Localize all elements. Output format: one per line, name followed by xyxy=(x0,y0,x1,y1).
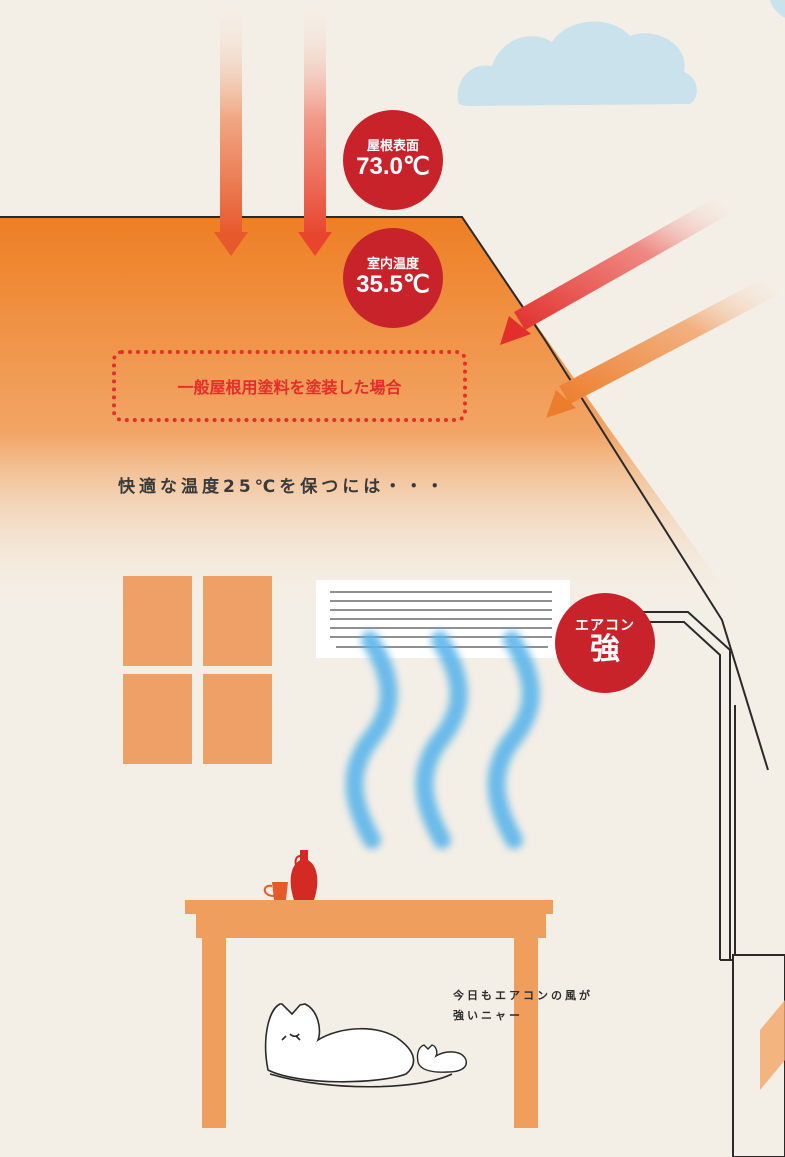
roof-temperature-value: 73.0℃ xyxy=(356,153,430,180)
cup-icon xyxy=(272,882,288,900)
roof-fill xyxy=(0,218,740,610)
cat-icon xyxy=(264,1003,453,1088)
cat-caption-line2: 強いニャー xyxy=(453,1009,523,1022)
sun-ray-arrow-icon xyxy=(500,196,780,418)
airflow-wave-icon xyxy=(345,631,540,849)
sun-ray-arrow-icon xyxy=(214,0,332,256)
sun-ray-edge xyxy=(760,1000,785,1090)
drain-pipe-icon xyxy=(612,611,785,1157)
room-temperature-value: 35.5℃ xyxy=(356,271,430,298)
case-label: 一般屋根用塗料を塗装した場合 xyxy=(112,350,467,422)
room-temperature-badge: 室内温度 35.5℃ xyxy=(343,228,443,328)
cat-caption-line1: 今日もエアコンの風が xyxy=(453,989,593,1002)
kitten-icon xyxy=(416,1044,467,1073)
cloud-icon xyxy=(457,21,697,106)
vase-icon xyxy=(290,850,318,900)
aircon-badge: エアコン 強 xyxy=(555,593,655,693)
cat-caption: 今日もエアコンの風が 強いニャー xyxy=(453,986,593,1026)
table-icon xyxy=(185,900,553,1128)
roof-temperature-label: 屋根表面 xyxy=(366,139,419,154)
aircon-label: エアコン xyxy=(575,618,635,634)
aircon-level: 強 xyxy=(590,632,620,667)
roof-temperature-badge: 屋根表面 73.0℃ xyxy=(343,110,443,210)
window-icon xyxy=(123,576,272,764)
comfort-text: 快適な温度25℃を保つには・・・ xyxy=(118,477,448,497)
room-temperature-label: 室内温度 xyxy=(366,257,419,272)
